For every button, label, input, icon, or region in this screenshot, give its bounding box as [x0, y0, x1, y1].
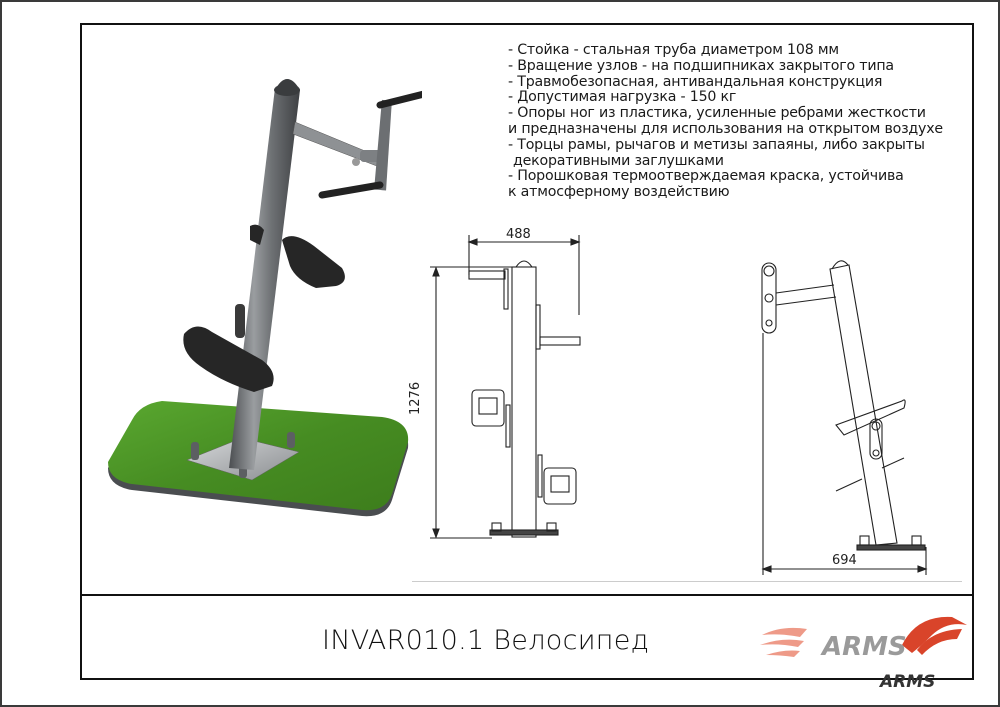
spec-item: - Вращение узлов - на подшипниках закрыт… — [508, 57, 894, 74]
baseline-rule — [412, 581, 962, 582]
title-block-divider — [82, 594, 972, 596]
spec-item: декоративными заглушками — [513, 152, 724, 169]
specifications-list: - Стойка - стальная труба диаметром 108 … — [508, 42, 968, 201]
spec-item: - Опоры ног из пластика, усиленные ребра… — [508, 105, 926, 122]
depth-dimension-label: 694 — [832, 553, 857, 568]
spec-item: - Порошковая термоотверждаемая краска, у… — [508, 168, 904, 185]
spec-item: к атмосферному воздействию — [508, 184, 730, 201]
front-view-drawing — [430, 235, 581, 539]
spec-item: - Стойка - стальная труба диаметром 108 … — [508, 42, 839, 58]
spec-item: и предназначены для использования на отк… — [508, 120, 943, 137]
drawing-frame: - Стойка - стальная труба диаметром 108 … — [80, 23, 974, 692]
width-dimension-label: 488 — [506, 227, 531, 242]
product-render-image — [108, 79, 422, 517]
spec-item: - Допустимая нагрузка - 150 кг — [508, 89, 737, 106]
svg-text:ARMS: ARMS — [820, 632, 907, 662]
side-view-drawing — [761, 260, 928, 575]
height-dimension-label: 1276 — [408, 381, 423, 415]
svg-text:ARMS: ARMS — [878, 672, 935, 692]
product-title: INVAR010.1 Велосипед — [322, 625, 650, 656]
spec-item: - Травмобезопасная, антивандальная конст… — [508, 73, 883, 90]
swoosh-icon — [760, 616, 967, 657]
spec-item: - Торцы рамы, рычагов и метизы запаяны, … — [508, 136, 925, 153]
arms-logo: ARMS ARMS — [760, 616, 967, 692]
